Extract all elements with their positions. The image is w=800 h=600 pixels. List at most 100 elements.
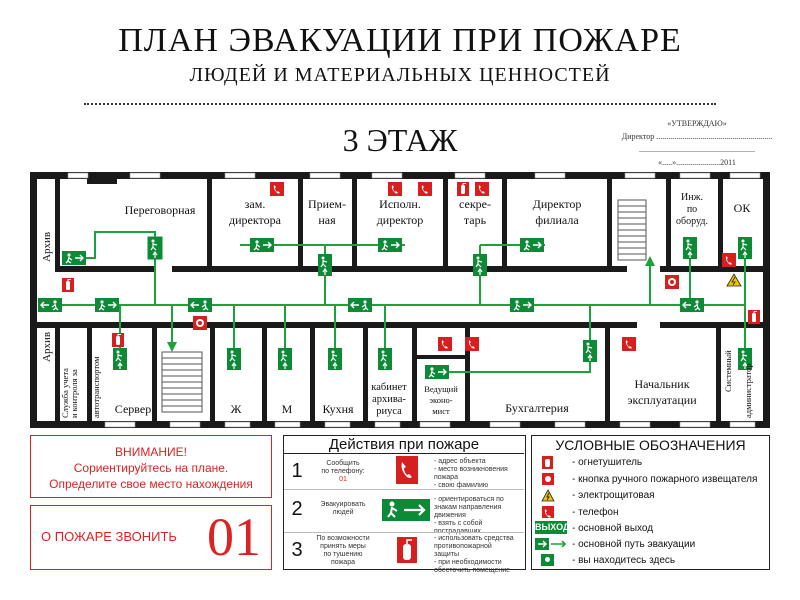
call-number: 01 <box>207 507 261 567</box>
room-archivist-3: риуса <box>376 406 402 417</box>
step2-note4: - взять с собой <box>434 520 483 527</box>
exit-legend-sign: ВЫХОД <box>535 521 570 534</box>
room-secretary-1: секре- <box>459 197 491 211</box>
room-deputy-1: зам. <box>245 197 266 211</box>
step1-text1: Сообщить <box>326 460 360 467</box>
phone-icon <box>396 456 418 484</box>
room-ops-2: эксплуатации <box>627 393 697 407</box>
step2-number: 2 <box>291 498 303 520</box>
warning-line1: ВНИМАНИЕ! <box>115 445 187 459</box>
room-deputy-2: директора <box>229 213 282 227</box>
plan-subtitle: ЛЮДЕЙ И МАТЕРИАЛЬНЫХ ЦЕННОСТЕЙ <box>189 64 611 86</box>
room-sysadmin-1: Системный <box>723 350 733 392</box>
windows <box>67 172 761 428</box>
legend-button: - кнопка ручного пожарного извещателя <box>572 474 758 485</box>
room-reception-1: Прием- <box>308 197 346 211</box>
step3-notes: - использовать средства противопожарной … <box>434 535 514 575</box>
approve-date: «.....»......................2011 <box>658 158 736 167</box>
room-transport-1: Служба учета <box>60 368 70 418</box>
room-w: Ж <box>231 402 242 416</box>
step3-note4: - при необходимости <box>434 559 502 566</box>
room-archivist-2: архива- <box>372 394 406 405</box>
step3-text: По возможности принять меры по тушению п… <box>308 535 378 567</box>
step3-note3: защиты <box>434 551 460 558</box>
step3-note2: противопожарной <box>434 543 492 550</box>
room-exec-2: директор <box>377 213 424 227</box>
legend-route: - основной путь эвакуации <box>572 539 696 550</box>
room-ops-1: Начальник <box>634 377 689 391</box>
room-secretary-2: тарь <box>464 213 487 227</box>
warning-box: ВНИМАНИЕ! Сориентируйтесь на плане. Опре… <box>30 435 272 498</box>
room-archivist-1: кабинет <box>371 382 407 393</box>
step1-text2: по телефону: <box>321 468 365 475</box>
step-divider <box>284 489 524 490</box>
room-exec-1: Исполн. <box>379 197 421 211</box>
room-economist-2: эконо- <box>429 395 452 405</box>
call-label: О ПОЖАРЕ ЗВОНИТЬ <box>41 529 177 544</box>
step2-note2: знакам направления <box>434 504 502 511</box>
extinguisher-legend-icon <box>542 456 553 469</box>
staircase-top <box>617 199 647 261</box>
warning-line3: Определите свое место нахождения <box>49 477 253 491</box>
step2-notes: - ориентироваться по знакам направления … <box>434 496 504 536</box>
warning-line2: Сориентируйтесь на плане. <box>73 461 229 475</box>
step1-note2: - место возникновения <box>434 466 508 473</box>
fire-alarm-button-icons <box>193 275 679 330</box>
room-branch-2: филиала <box>535 213 579 227</box>
room-economist-1: Ведущий <box>424 384 458 394</box>
step1-note1: - адрес объекта <box>434 458 486 465</box>
step3-number: 3 <box>291 539 303 561</box>
legend-electric: - электрощитовая <box>572 490 655 501</box>
step1-number: 1 <box>291 460 303 482</box>
exit-sign-icon <box>382 499 430 521</box>
approve-line: ........................................… <box>639 145 755 154</box>
extinguisher-icon <box>397 537 417 563</box>
phone-legend-icon <box>542 506 554 518</box>
approve-title: «УТВЕРЖДАЮ» <box>667 119 727 128</box>
legend-exit: - основной выход <box>572 523 654 534</box>
electric-panel-legend-icon <box>541 489 555 502</box>
room-accounting: Бухгалтерия <box>505 401 569 415</box>
room-server: Сервер <box>115 402 151 416</box>
legend-here: - вы находитесь здесь <box>572 555 676 566</box>
step1-notes: - адрес объекта - место возникновения по… <box>434 458 508 490</box>
route-legend-icon <box>535 538 567 550</box>
legend-extinguisher: - огнетушитель <box>572 457 643 468</box>
step1-phone: 01 <box>339 476 347 483</box>
legend-title: УСЛОВНЫЕ ОБОЗНАЧЕНИЯ <box>555 437 746 453</box>
room-archive-top: Архив <box>41 232 53 262</box>
step1-text: Сообщить по телефону: 01 <box>308 460 378 484</box>
step3-text3: по тушению <box>323 551 363 558</box>
floor-label: 3 ЭТАЖ <box>342 122 458 158</box>
room-m: М <box>282 402 293 416</box>
step2-text: Эвакуировать людей <box>308 501 378 517</box>
room-sysadmin-2: администратор <box>743 363 753 418</box>
room-eng-2: по <box>687 204 697 215</box>
plan-title: ПЛАН ЭВАКУАЦИИ ПРИ ПОЖАРЕ <box>118 22 682 59</box>
route-arrowheads <box>167 256 655 352</box>
step3-text2: принять меры <box>320 543 366 550</box>
step3-text1: По возможности <box>316 535 370 542</box>
actions-box: Действия при пожаре 1 Сообщить по телефо… <box>283 435 526 574</box>
room-reception-2: ная <box>318 213 336 227</box>
staircase-bottom <box>161 351 203 413</box>
room-kitchen: Кухня <box>322 402 354 416</box>
legend-phone: - телефон <box>572 507 619 518</box>
approve-director: Директор ...............................… <box>621 132 773 141</box>
step2-note5: пострадавших <box>434 528 481 535</box>
room-meeting: Переговорная <box>125 203 196 217</box>
step3-note1: - использовать средства <box>434 535 514 542</box>
room-branch-1: Директор <box>533 197 582 211</box>
room-transport-3: автотранспортом <box>91 356 101 418</box>
legend-box <box>531 435 770 570</box>
alarm-button-legend-icon <box>542 473 554 485</box>
step2-note1: - ориентироваться по <box>434 496 504 503</box>
room-archive-bottom: Архив <box>41 332 53 362</box>
approval-block: «УТВЕРЖДАЮ» Директор ...................… <box>612 117 782 169</box>
room-eng-3: оборуд. <box>676 216 708 227</box>
header-divider <box>84 103 716 105</box>
step1-note4: - свою фамилию <box>434 482 489 489</box>
room-economist-3: мист <box>432 406 450 416</box>
step3-note5: обесточить помещение <box>434 567 511 574</box>
step-divider <box>284 532 524 533</box>
